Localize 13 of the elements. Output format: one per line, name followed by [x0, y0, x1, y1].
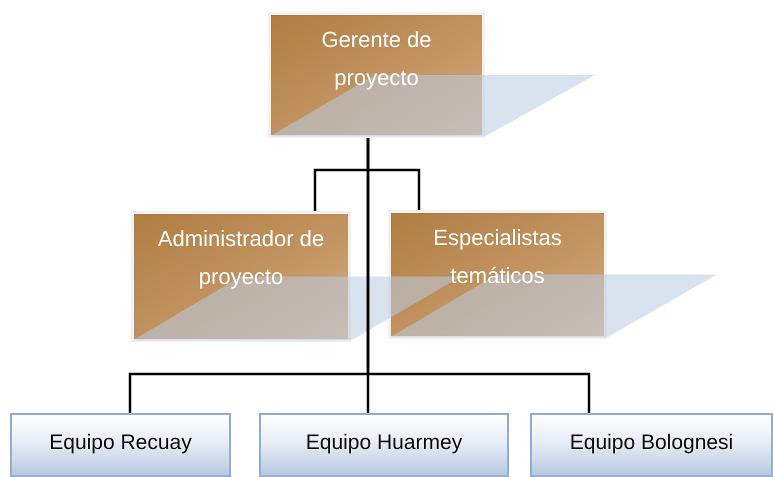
connector-line	[366, 138, 590, 413]
team-box	[10, 413, 231, 477]
box-label: Gerente de proyecto	[320, 26, 433, 92]
role-box	[388, 210, 607, 339]
box-label: Equipo Bolognesi	[570, 431, 734, 455]
role-box	[131, 211, 351, 342]
team-box	[259, 413, 509, 477]
box-label: Equipo Huarmey	[306, 431, 462, 455]
team-box	[530, 413, 773, 477]
box-label: Administrador de proyecto	[156, 225, 326, 291]
box-label: Equipo Recuay	[49, 431, 192, 455]
role-box	[268, 12, 485, 138]
box-label: Especialistas temáticos	[432, 224, 563, 290]
